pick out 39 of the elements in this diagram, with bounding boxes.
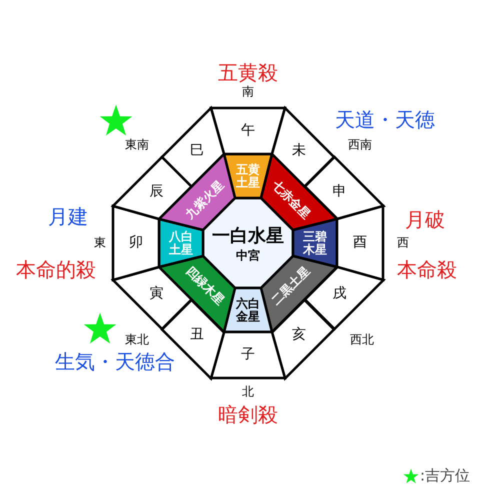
star-name: 五黄土星	[236, 163, 260, 189]
star-name: 八白土星	[169, 230, 193, 256]
branch-label: 未	[292, 144, 306, 159]
direction-label: 西北	[350, 332, 374, 348]
branch-label: 巳	[190, 144, 204, 159]
hazard-label: 本命的殺	[16, 256, 96, 284]
direction-label: 西	[397, 234, 409, 252]
fortune-label: 天道・天徳	[335, 106, 435, 134]
branch-label: 辰	[149, 184, 164, 200]
center-label: 一白水星	[212, 228, 284, 246]
hazard-label: 本命殺	[397, 256, 457, 284]
direction-label: 北	[242, 384, 254, 400]
direction-label: 東北	[125, 332, 149, 348]
branch-label: 酉	[353, 236, 367, 250]
direction-label: 南	[242, 84, 254, 100]
hazard-label: 五黄殺	[218, 60, 278, 86]
star-name: 二黒土星	[269, 264, 312, 308]
branch-label: 丑	[190, 327, 204, 342]
branch-label: 卯	[129, 236, 143, 250]
branch-label: 寅	[149, 286, 164, 302]
star-name: 九紫火星	[184, 178, 227, 222]
direction-label: 東	[94, 234, 106, 252]
branch-label: 亥	[292, 327, 306, 342]
branch-label: 子	[241, 348, 255, 362]
center-label: 中宮	[236, 250, 260, 262]
branch-label: 午	[241, 124, 255, 138]
fortune-label: 月建	[48, 204, 88, 230]
fortune-label: 生気・天徳合	[55, 348, 175, 376]
direction-label: 東南	[125, 136, 149, 154]
star-name: 四緑木星	[184, 264, 227, 308]
star-name: 三碧木星	[303, 230, 327, 256]
hazard-label: 暗剣殺	[218, 402, 278, 428]
star-name: 七赤金星	[269, 178, 312, 222]
star-name: 六白金星	[236, 297, 260, 323]
legend-label: :吉方位	[420, 466, 470, 486]
branch-label: 戌	[332, 286, 347, 302]
hazard-label: 月破	[405, 206, 445, 234]
branch-label: 申	[332, 184, 347, 200]
direction-label: 西南	[348, 136, 372, 154]
